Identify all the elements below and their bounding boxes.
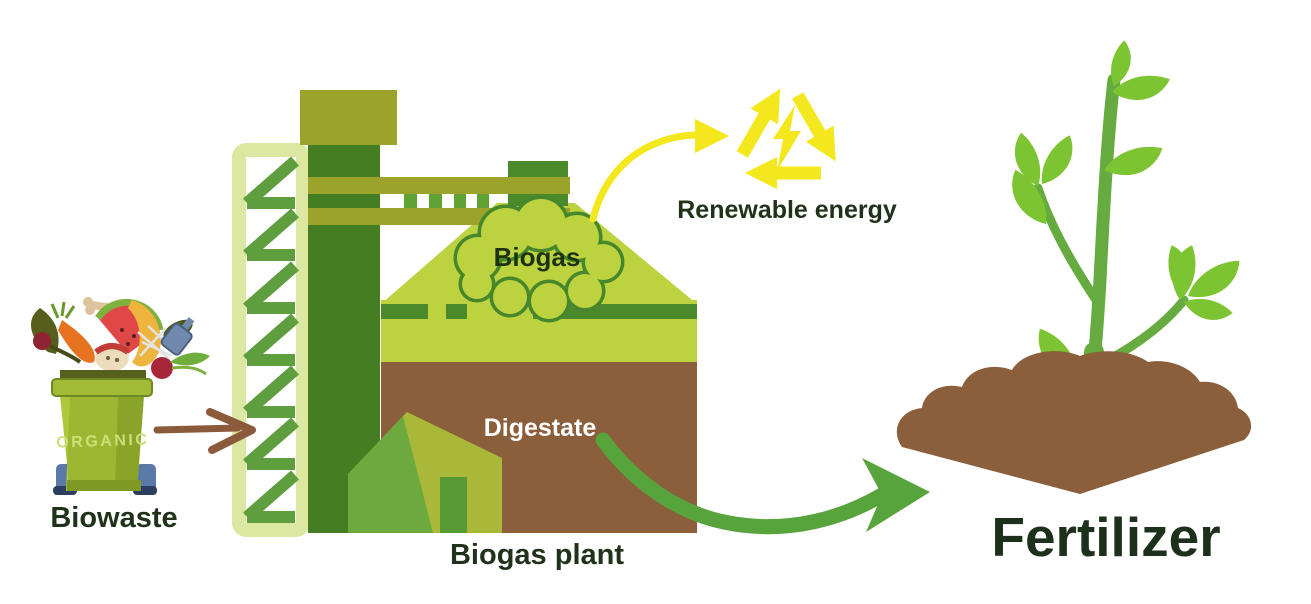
soil-mound — [896, 351, 1252, 494]
recycle-arrow — [745, 157, 821, 189]
digester-building — [348, 161, 697, 533]
truss-tower — [232, 143, 310, 537]
tulip — [33, 332, 51, 350]
biogas-label: Biogas — [494, 242, 581, 272]
shovel — [160, 317, 195, 356]
carrot-fronds — [50, 301, 76, 319]
biowaste-label: Biowaste — [50, 502, 177, 534]
carrot — [58, 320, 95, 363]
lightning-bolt-icon — [773, 105, 801, 171]
biogas-plant-illustration: Biogas Digestate Biogas plant — [232, 90, 697, 571]
fertilizer-label: Fertilizer — [991, 506, 1220, 568]
organic-bin: ORGANIC — [51, 370, 157, 495]
banana-peel — [128, 300, 161, 367]
apple-core — [94, 343, 130, 371]
digestate-to-fertilizer-arrow — [595, 432, 930, 535]
recycle-arrow — [792, 92, 836, 162]
biogas-cloud: Biogas — [453, 195, 625, 323]
biowaste-bin-illustration: ORGANIC Biowaste — [30, 297, 210, 534]
house-door — [440, 477, 467, 533]
recycle-arrow — [736, 88, 781, 158]
beet — [151, 352, 210, 379]
fertilizer-illustration: Fertilizer — [896, 40, 1252, 568]
truss-braces — [243, 156, 299, 523]
organic-label: ORGANIC — [56, 431, 150, 451]
waste-pile — [30, 297, 210, 379]
renewable-energy-symbol: Renewable energy — [677, 88, 897, 224]
bin-rim — [51, 378, 153, 397]
pipe-segments — [404, 194, 489, 208]
biowaste-to-plant-arrow — [153, 408, 256, 454]
front-house — [348, 412, 502, 533]
digestate-label: Digestate — [484, 414, 597, 442]
biogas-plant-label: Biogas plant — [450, 539, 624, 571]
biogas-to-energy-arrow — [589, 119, 729, 223]
renewable-energy-label: Renewable energy — [677, 196, 897, 224]
